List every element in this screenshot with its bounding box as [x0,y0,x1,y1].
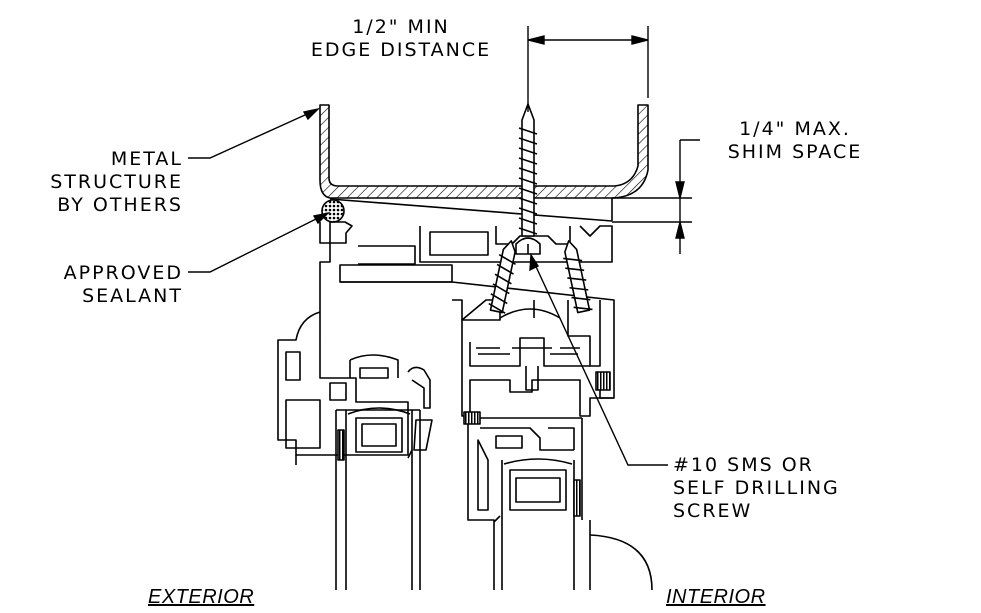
metal-line-2: STRUCTURE [50,171,183,193]
screw-line-2: SELF DRILLING [673,477,840,499]
outer-frame [277,222,409,456]
sealant-line-1: APPROVED [63,262,183,284]
sealant-leader [188,213,327,273]
shim-line [329,198,613,222]
approved-sealant-label: APPROVED SEALANT [0,262,183,308]
metal-line-1: METAL [110,148,183,170]
metal-structure-label: METAL STRUCTURE BY OTHERS [0,148,183,217]
interior-label: INTERIOR [666,586,766,608]
exterior-sash [335,410,421,590]
sealant-line-2: SEALANT [82,285,183,307]
screw-leader [531,257,668,466]
edge-distance-line-2: EDGE DISTANCE [310,39,492,61]
shim-line-1: 1/4" MAX. [739,118,851,140]
metal-structure [319,104,649,199]
left-screw [488,240,516,314]
shim-line-2: SHIM SPACE [727,141,863,163]
shim-space-label: 1/4" MAX. SHIM SPACE [710,118,880,164]
edge-distance-line-1: 1/2" MIN [352,16,450,38]
edge-distance-label: 1/2" MIN EDGE DISTANCE [282,16,520,62]
screw-line-3: SCREW [673,500,753,522]
center-screw [515,103,541,255]
exterior-label: EXTERIOR [148,586,255,608]
metal-line-3: BY OTHERS [57,194,183,216]
metal-leader [188,109,317,159]
screw-label: #10 SMS OR SELF DRILLING SCREW [673,454,883,523]
interior-sash [467,418,583,590]
sealant-bead [321,199,345,223]
right-screw [563,240,593,314]
screw-line-1: #10 SMS OR [673,454,814,476]
